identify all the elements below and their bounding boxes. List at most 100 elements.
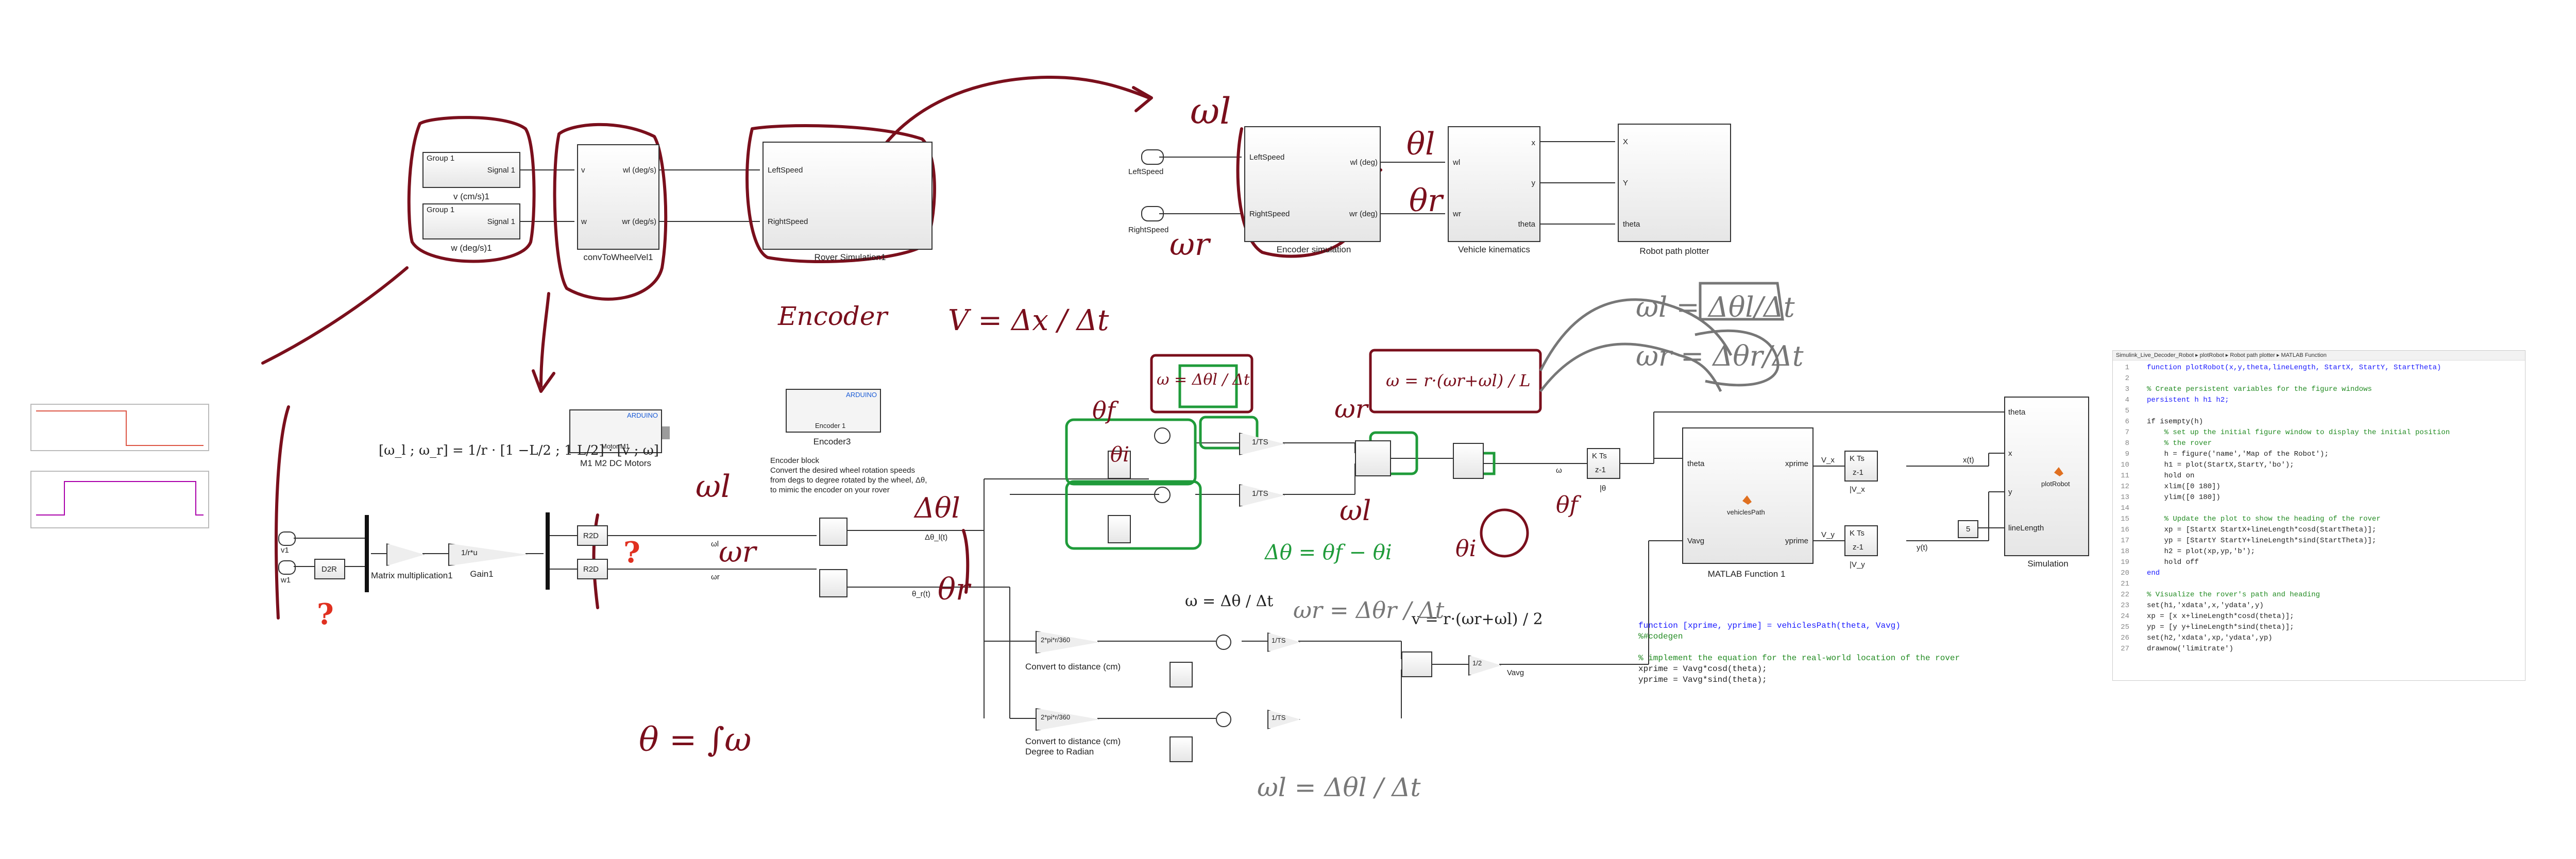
- vy-signal: V_y: [1821, 530, 1835, 539]
- ink-omega-box2: ω = r·(ωr+ωl) / L: [1386, 371, 1531, 390]
- int-x-caption: |V_x: [1850, 485, 1865, 494]
- int-num: K Ts: [1850, 529, 1865, 538]
- matrix-equation: [ω_l ; ω_r] = 1/r · [1 −L/2 ; 1 L/2] · […: [379, 443, 659, 458]
- editor-line: 16 xp = [StartX StartX+lineLength*cosd(S…: [2121, 526, 2377, 534]
- rightspeed-source[interactable]: [1141, 206, 1164, 221]
- ink-dtheta-big: Δθl: [914, 492, 960, 524]
- encoder-left-block[interactable]: [819, 518, 848, 546]
- vx-signal: V_x: [1821, 456, 1835, 465]
- encoder-simulation-block[interactable]: LeftSpeed RightSpeed wl (deg) wr (deg): [1244, 126, 1381, 242]
- signal-label: Signal 1: [487, 217, 515, 226]
- port-left: LeftSpeed: [1249, 153, 1285, 162]
- integrator-y[interactable]: K Ts z-1: [1844, 525, 1878, 556]
- integrator-x[interactable]: K Ts z-1: [1844, 451, 1878, 482]
- delay-block-1[interactable]: [1108, 451, 1131, 479]
- function-name: vehiclesPath: [1727, 508, 1765, 516]
- editor-tab-bar[interactable]: Simulink_Live_Decoder_Robot ▸ plotRobot …: [2113, 351, 2525, 360]
- code-line: % implement the equation for the real-wo…: [1638, 654, 1960, 663]
- group1-w-caption: w (deg/s)1: [451, 243, 492, 253]
- vehicles-path-code: function [xprime, yprime] = vehiclesPath…: [1638, 621, 1960, 685]
- sum-node-4[interactable]: [1216, 712, 1231, 727]
- port-x: X: [1623, 138, 1629, 146]
- port-xprime: xprime: [1785, 459, 1808, 468]
- matlab-editor-panel[interactable]: Simulink_Live_Decoder_Robot ▸ plotRobot …: [2112, 350, 2526, 681]
- ink-theta-l-top: θl: [1406, 126, 1435, 162]
- simulation-plot-block[interactable]: theta x y lineLength plotRobot: [2004, 397, 2089, 556]
- constant-5-block[interactable]: 5: [1958, 520, 1978, 538]
- delay-block-2[interactable]: [1108, 515, 1131, 543]
- port-right: RightSpeed: [1249, 210, 1290, 218]
- sum-node-1[interactable]: [1154, 427, 1171, 444]
- sum-node-2[interactable]: [1154, 487, 1171, 503]
- encoder-right-block[interactable]: [819, 569, 848, 597]
- discrete-integrator-theta[interactable]: K Ts z-1: [1587, 448, 1620, 479]
- robot-path-plotter-block[interactable]: X Y theta: [1618, 124, 1731, 242]
- port-y: Y: [1623, 179, 1629, 187]
- encoder-sim-caption: Encoder simulation: [1276, 245, 1351, 254]
- rover-simulation-block[interactable]: LeftSpeed RightSpeed: [762, 142, 933, 250]
- motors-caption: M1 M2 DC Motors: [580, 458, 651, 468]
- ink-question-mark-1: ?: [623, 536, 640, 570]
- theta-label: |θ: [1600, 484, 1606, 493]
- one-ts-label: 1/TS: [1272, 637, 1286, 644]
- group1-v-block[interactable]: Group 1 Signal 1: [422, 152, 520, 188]
- bus-block[interactable]: [1355, 440, 1391, 476]
- ink-question-mark-2: ?: [317, 597, 334, 631]
- ink-wr-left: ωr: [719, 536, 756, 569]
- inport-w1[interactable]: [278, 560, 296, 575]
- mux-block[interactable]: [1453, 443, 1484, 479]
- encoder3-block[interactable]: ARDUINO Encoder 1: [786, 389, 881, 433]
- sum-node-3[interactable]: [1216, 634, 1231, 650]
- arduino-label: ARDUINO: [627, 411, 658, 419]
- d2r-block[interactable]: D2R: [314, 559, 345, 579]
- port-y: y: [1531, 179, 1536, 187]
- port-x: x: [1531, 139, 1536, 147]
- vehicles-path-block[interactable]: theta Vavg xprime yprime vehiclesPath: [1682, 427, 1814, 564]
- r2d-block-2[interactable]: R2D: [577, 559, 608, 579]
- arduino-label: ARDUINO: [846, 391, 877, 399]
- inport-v1[interactable]: [278, 531, 296, 546]
- port-theta: theta: [2008, 408, 2026, 417]
- ink-wr-gray: ωr = Δθr/Δt: [1636, 340, 1804, 372]
- vehicle-kinematics-block[interactable]: wl wr x y theta: [1448, 126, 1540, 242]
- editor-line: 11 hold on: [2121, 472, 2195, 480]
- port-yprime: yprime: [1785, 537, 1808, 545]
- code-line: function [xprime, yprime] = vehiclesPath…: [1638, 621, 1901, 630]
- conv-to-wheel-block[interactable]: v w wl (deg/s) wr (deg/s): [577, 144, 659, 250]
- r2d-block-1[interactable]: R2D: [577, 525, 608, 546]
- port-wr: wr: [1453, 210, 1461, 218]
- d2r-label: D2R: [321, 565, 337, 574]
- velocity-equation: v = r·(ωr+ωl) / 2: [1412, 610, 1543, 628]
- port-wl: wl (deg): [1350, 158, 1378, 167]
- editor-line: 2: [2125, 374, 2129, 383]
- port-wl: wl (deg/s): [622, 166, 656, 175]
- delay-block-3[interactable]: [1170, 662, 1193, 688]
- convert-1-caption: Convert to distance (cm): [1025, 662, 1121, 672]
- editor-line: 18 h2 = plot(xp,yp,'b');: [2121, 547, 2256, 556]
- matrix-lhs: [ω_l ; ω_r]: [379, 443, 448, 458]
- rightspeed-label: RightSpeed: [1128, 226, 1169, 234]
- const-value: 5: [1966, 525, 1971, 534]
- int-num: K Ts: [1850, 454, 1865, 463]
- motors-block[interactable]: ARDUINO Motor M1: [569, 409, 662, 453]
- matlab-logo-icon: [1742, 495, 1752, 505]
- editor-line: 10 h1 = plot(StartX,StartY,'bo');: [2121, 461, 2294, 469]
- ink-wr-gray-eq: ωr = Δθr / Δt: [1293, 597, 1445, 624]
- port-wr: wr (deg): [1349, 210, 1378, 218]
- delay-block-4[interactable]: [1170, 736, 1193, 762]
- leftspeed-source[interactable]: [1141, 149, 1164, 165]
- editor-line: 8 % the rover: [2125, 439, 2212, 448]
- group1-w-block[interactable]: Group 1 Signal 1: [422, 203, 520, 239]
- encoder-label: Encoder 1: [815, 422, 846, 430]
- ink-theta-f-right: θf: [1556, 492, 1578, 518]
- sum-block-vavg[interactable]: [1401, 651, 1432, 677]
- ink-theta-r-top: θr: [1409, 183, 1443, 219]
- convert-2-caption: Convert to distance (cm) Degree to Radia…: [1025, 736, 1121, 757]
- ink-encoder-word: Encoder: [778, 301, 888, 331]
- vehicle-kin-caption: Vehicle kinematics: [1458, 245, 1530, 254]
